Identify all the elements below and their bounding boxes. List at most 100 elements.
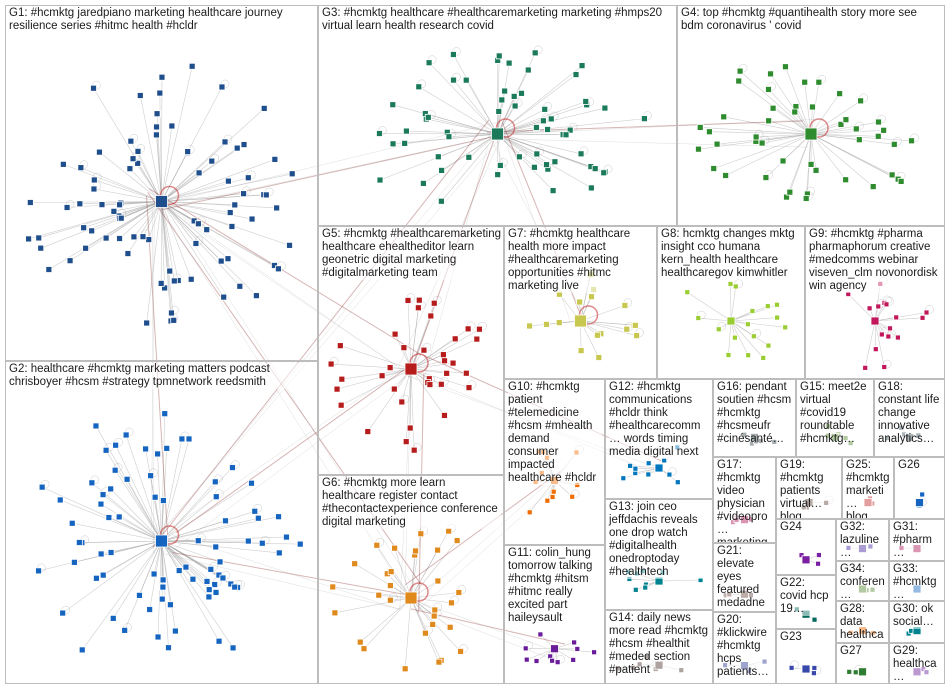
graph-node [725, 352, 732, 358]
graph-edge [453, 54, 498, 135]
graph-edge [113, 540, 162, 619]
graph-node [455, 589, 463, 596]
graph-node [752, 133, 760, 141]
graph-edge [334, 597, 412, 614]
graph-node [194, 220, 202, 228]
graph-node [908, 137, 915, 145]
graph-node [386, 596, 394, 604]
group-label-g12: G12: #hcmktg communications #hcldr think… [609, 381, 710, 459]
group-panel-g20: G20: #klickwire #hcmktg hcps patients… [713, 612, 776, 684]
graph-node [158, 595, 166, 603]
group-label-g31: G31: #pharm… [893, 521, 942, 560]
graph-node [117, 214, 125, 222]
graph-edge [161, 201, 179, 281]
group-label-g17: G17: #hcmktg video physician #videopro… … [717, 459, 773, 542]
graph-node [443, 369, 451, 377]
graph-edge [336, 368, 412, 390]
graph-node [587, 184, 595, 192]
graph-node [923, 309, 930, 316]
graph-edge [124, 540, 162, 631]
graph-edge [687, 291, 732, 322]
graph-node [163, 444, 171, 452]
graph-node [153, 123, 160, 131]
graph-node [720, 113, 728, 121]
graph-node [577, 150, 585, 158]
graph-node [283, 533, 290, 541]
graph-node [439, 351, 447, 359]
graph-node [893, 314, 900, 321]
self-loop [524, 641, 533, 650]
graph-node [75, 539, 83, 546]
graph-edge [161, 180, 229, 202]
graph-node [885, 333, 892, 340]
graph-edge [114, 470, 162, 542]
graph-edge [410, 368, 415, 451]
graph-node [212, 589, 220, 596]
graph-node [151, 493, 159, 501]
graph-edge [730, 320, 786, 328]
graph-node [425, 59, 433, 67]
graph-node [170, 277, 178, 285]
graph-edge [810, 93, 840, 135]
graph-node [107, 485, 115, 493]
graph-node [218, 83, 226, 91]
graph-node [248, 215, 256, 223]
graph-node [356, 638, 364, 646]
graph-edge [497, 69, 529, 135]
graph-node [765, 117, 773, 125]
graph-edge [83, 201, 162, 229]
graph-edge [62, 540, 162, 614]
graph-edge [161, 201, 197, 244]
group-panel-g17: G17: #hcmktg video physician #videopro… … [713, 457, 776, 543]
group-label-g30: G30: ok social… [893, 603, 942, 629]
graph-edge [810, 128, 857, 135]
group-panel-g10: G10: #hcmktg patient #telemedicine #hcsm… [504, 379, 605, 545]
graph-node [890, 140, 898, 148]
graph-node [273, 204, 281, 212]
graph-edge [161, 201, 172, 321]
graph-node [391, 544, 399, 552]
graph-node [779, 157, 787, 165]
graph-node [788, 664, 795, 671]
graph-edge [161, 151, 188, 202]
graph-edge [394, 548, 412, 599]
graph-node [207, 565, 215, 573]
group-panel-g26: G26 [894, 457, 945, 519]
graph-node [441, 412, 448, 419]
graph-node [505, 59, 513, 67]
graph-node [224, 255, 232, 263]
graph-node [537, 631, 544, 638]
graph-node [184, 148, 192, 155]
graph-node [258, 539, 266, 547]
graph-node [77, 164, 85, 172]
graph-node [404, 297, 412, 304]
graph-node [155, 534, 168, 548]
graph-edge [157, 133, 507, 210]
group-panel-g9: G9: #hcmktg #pharma pharmaphorum creativ… [805, 226, 945, 379]
graph-node [126, 165, 134, 173]
self-loop [717, 321, 727, 331]
graph-node [212, 543, 220, 551]
group-label-g29: G29: healthca… [893, 645, 942, 683]
graph-edge [113, 201, 162, 212]
graph-node [601, 104, 609, 112]
graph-edge [428, 62, 498, 135]
graph-node [786, 188, 794, 196]
graph-edge [161, 540, 234, 649]
graph-edge [410, 328, 480, 370]
graph-node [102, 234, 110, 242]
graph-node [147, 472, 155, 480]
graph-edge [94, 179, 162, 202]
graph-node [842, 176, 850, 184]
graph-node [376, 176, 384, 184]
graph-edge [157, 453, 162, 542]
graph-edge [161, 201, 253, 220]
graph-edge [730, 320, 749, 356]
graph-node [722, 172, 730, 179]
graph-node [809, 103, 816, 111]
graph-node [526, 322, 533, 330]
graph-node [732, 334, 738, 341]
graph-edge [730, 286, 737, 322]
graph-node [732, 283, 739, 290]
graph-node [275, 549, 283, 557]
